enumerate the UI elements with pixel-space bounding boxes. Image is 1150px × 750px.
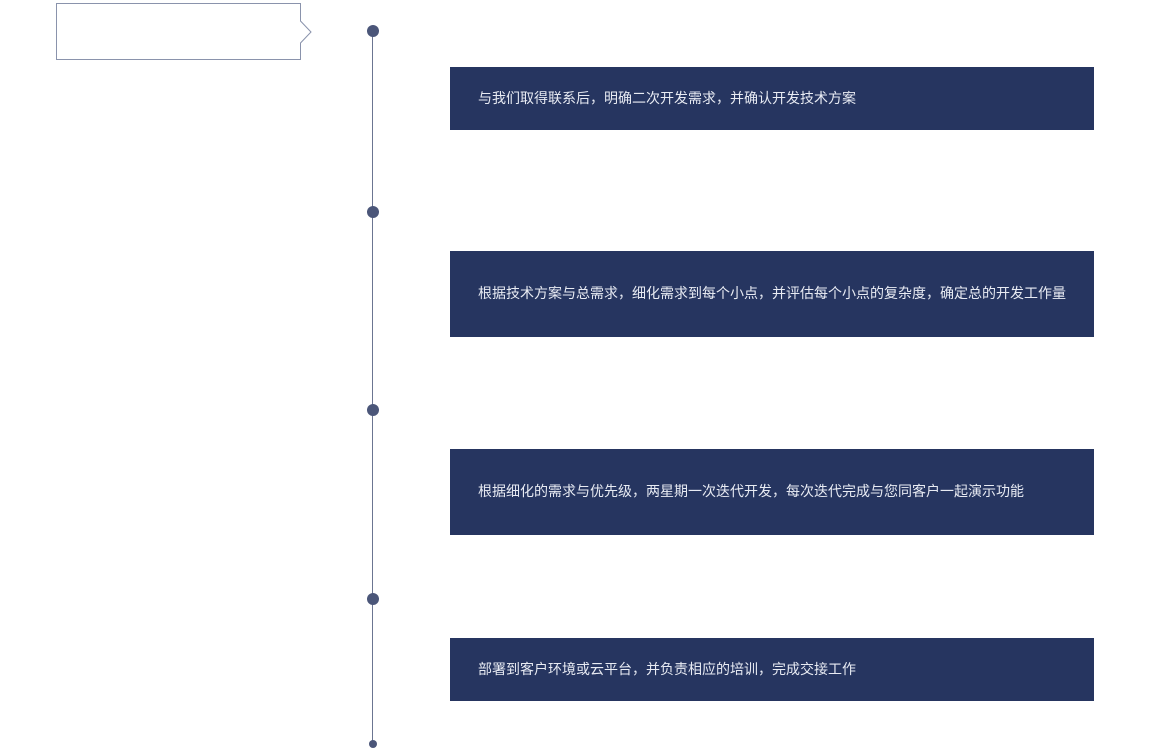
- step-text: 根据技术方案与总需求，细化需求到每个小点，并评估每个小点的复杂度，确定总的开发工…: [478, 286, 1066, 302]
- step-text: 与我们取得联系后，明确二次开发需求，并确认开发技术方案: [478, 90, 856, 107]
- step-card-4: 部署到客户环境或云平台，并负责相应的培训，完成交接工作: [450, 638, 1094, 701]
- step-card-3: 根据细化的需求与优先级，两星期一次迭代开发，每次迭代完成与您同客户一起演示功能: [450, 449, 1094, 535]
- timeline-line: [372, 31, 373, 744]
- step-text: 部署到客户环境或云平台，并负责相应的培训，完成交接工作: [478, 661, 856, 678]
- timeline-dot: [367, 593, 379, 605]
- step-text: 根据细化的需求与优先级，两星期一次迭代开发，每次迭代完成与您同客户一起演示功能: [478, 484, 1024, 500]
- timeline-dot: [367, 25, 379, 37]
- step-label-tag: [56, 3, 312, 60]
- step-card-1: 与我们取得联系后，明确二次开发需求，并确认开发技术方案: [450, 67, 1094, 130]
- timeline-dot: [367, 404, 379, 416]
- timeline-end-dot: [369, 740, 377, 748]
- timeline-dot: [367, 206, 379, 218]
- step-card-2: 根据技术方案与总需求，细化需求到每个小点，并评估每个小点的复杂度，确定总的开发工…: [450, 251, 1094, 337]
